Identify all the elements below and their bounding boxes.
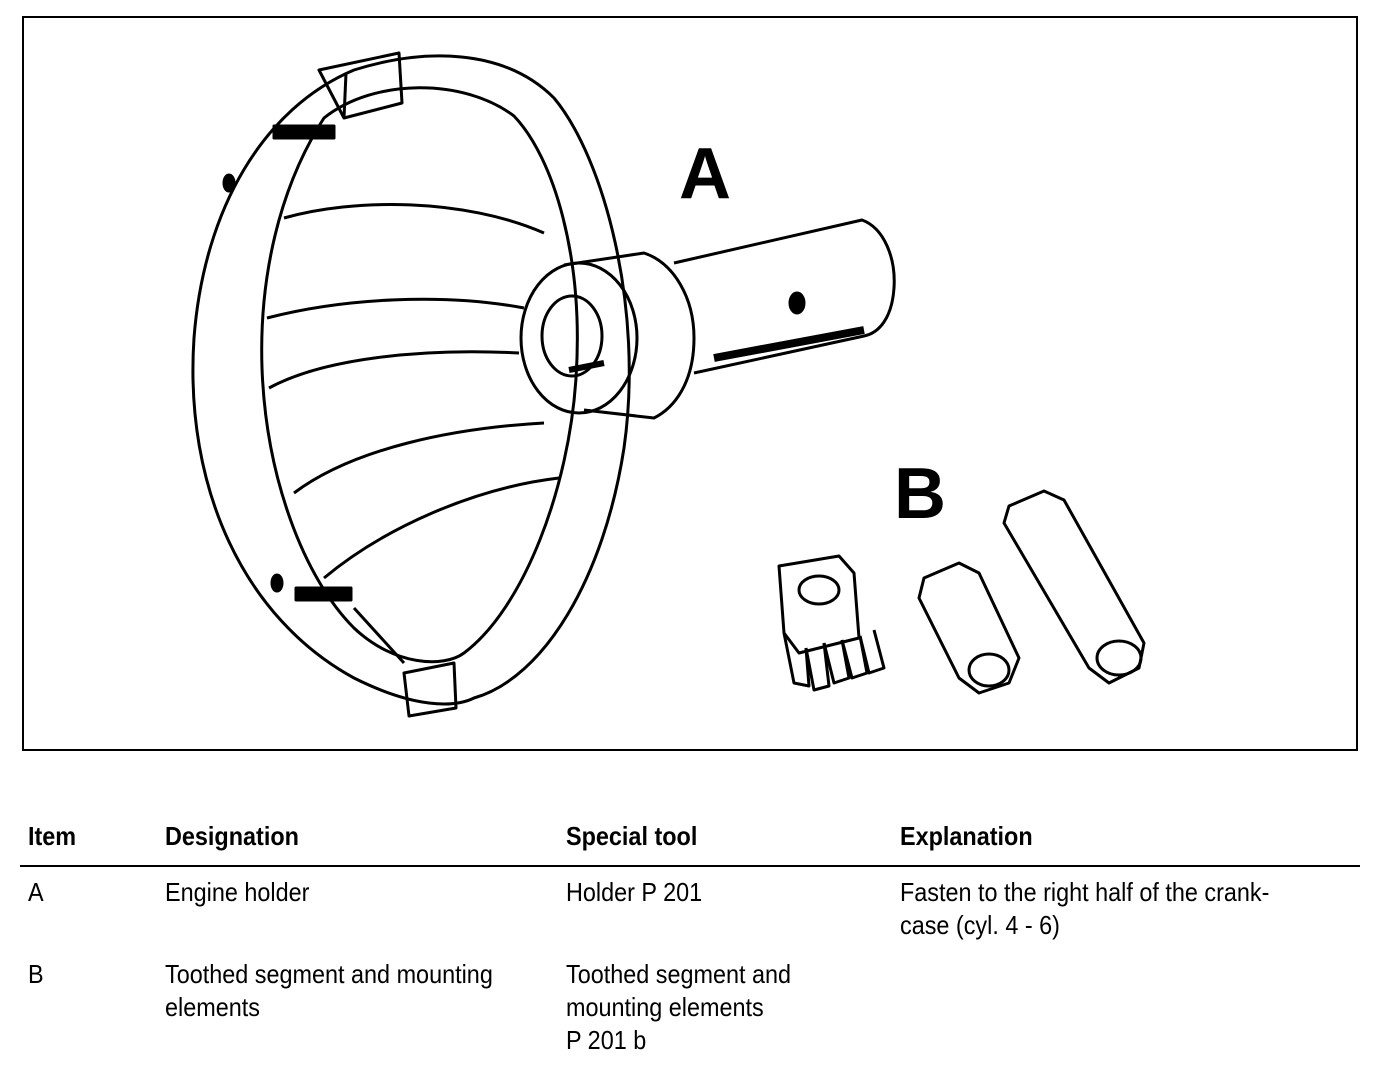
engine-holder-outer-ring xyxy=(191,54,631,706)
cell-designation: Engine holder xyxy=(165,877,310,907)
holder-hole xyxy=(270,573,284,593)
cell-designation: Toothed segment and mounting elements xyxy=(165,959,493,1022)
lower-slot xyxy=(294,586,353,602)
figure-label-a: A xyxy=(679,134,731,214)
segment-bore xyxy=(797,574,841,606)
shaft xyxy=(673,218,896,375)
figure-frame: A B xyxy=(22,16,1358,751)
header-explanation: Explanation xyxy=(900,821,1033,851)
cell-explanation: Fasten to the right half of the crank- c… xyxy=(900,877,1270,940)
hub-collar-side xyxy=(563,251,696,420)
holder-rib xyxy=(293,421,545,495)
cell-item: A xyxy=(28,877,44,907)
cell-item: B xyxy=(28,959,44,989)
hub-bore xyxy=(540,294,604,378)
engine-holder-inner-ring xyxy=(260,86,579,664)
header-designation: Designation xyxy=(165,821,299,851)
bottom-clamp-block xyxy=(402,661,458,718)
header-rule xyxy=(20,865,1360,867)
shaft-hole xyxy=(788,291,806,315)
hub-collar-face xyxy=(519,261,639,415)
holder-rib xyxy=(283,203,545,235)
top-clamp-block xyxy=(317,51,404,120)
figure-label-b: B xyxy=(894,454,946,534)
cell-special-tool: Holder P 201 xyxy=(566,877,703,907)
holder-hole xyxy=(222,173,236,193)
cell-special-tool: Toothed segment and mounting elements P … xyxy=(566,959,792,1055)
long-spacer-bore xyxy=(1095,639,1143,677)
holder-rib xyxy=(268,350,520,390)
header-special-tool: Special tool xyxy=(566,821,698,851)
short-hex-spacer xyxy=(917,561,1021,695)
long-hex-spacer xyxy=(1002,489,1146,685)
holder-rib xyxy=(266,297,525,320)
holder-rib xyxy=(323,476,560,580)
upper-slot xyxy=(272,124,336,140)
short-spacer-bore xyxy=(967,652,1011,688)
tool-illustration xyxy=(191,51,1146,718)
header-item: Item xyxy=(28,821,77,851)
